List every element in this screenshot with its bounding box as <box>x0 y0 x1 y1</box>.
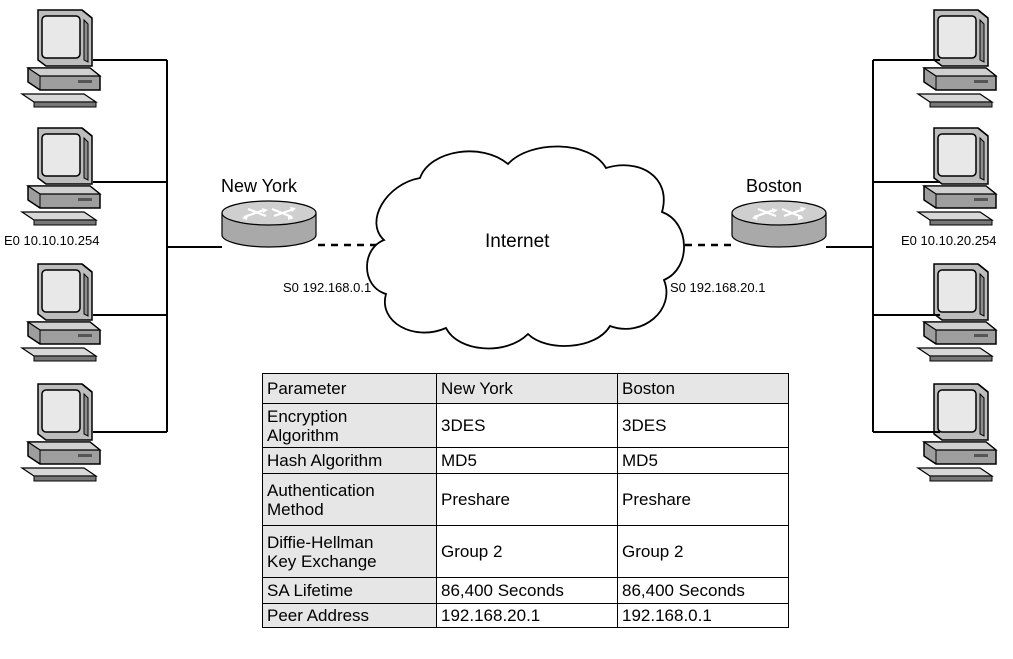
new-york-value: 86,400 Seconds <box>436 577 618 604</box>
router-icon <box>220 199 318 249</box>
new-york-value: 3DES <box>436 403 618 448</box>
new-york-value: Group 2 <box>436 525 618 578</box>
site-label-new-york: New York <box>221 176 298 196</box>
cloud-icon <box>366 145 685 350</box>
boston-value: 86,400 Seconds <box>617 577 789 604</box>
table-row: Hash Algorithm MD5 MD5 <box>262 447 789 474</box>
param-name: Diffie-Hellman Key Exchange <box>262 525 437 578</box>
header-parameter: Parameter <box>262 373 437 404</box>
serial-label-new-york: S0 192.168.0.1 <box>283 280 372 295</box>
param-name: SA Lifetime <box>262 577 437 604</box>
table-row: Peer Address 192.168.20.1 192.168.0.1 <box>262 603 789 628</box>
ethernet-label-boston: E0 10.10.20.254 <box>901 233 997 248</box>
table-row: SA Lifetime 86,400 Seconds 86,400 Second… <box>262 577 789 604</box>
table-row: Diffie-Hellman Key Exchange Group 2 Grou… <box>262 525 789 578</box>
boston-value: Preshare <box>617 473 789 526</box>
right-lan-lines <box>826 59 940 433</box>
header-boston: Boston <box>617 373 789 404</box>
cloud-label: Internet <box>485 231 550 252</box>
pc-icon <box>21 127 101 226</box>
boston-value: 3DES <box>617 403 789 448</box>
table-header-row: Parameter New York Boston <box>262 373 789 404</box>
pc-icon <box>21 263 101 362</box>
new-york-value: 192.168.20.1 <box>436 603 618 628</box>
ethernet-label-new-york: E0 10.10.10.254 <box>4 233 100 248</box>
param-name: Peer Address <box>262 603 437 628</box>
param-name: Encryption Algorithm <box>262 403 437 448</box>
param-name: Hash Algorithm <box>262 447 437 474</box>
pc-icon <box>917 263 997 362</box>
boston-value: MD5 <box>617 447 789 474</box>
pc-icon <box>917 9 997 108</box>
header-new-york: New York <box>436 373 618 404</box>
pc-icon <box>21 383 101 482</box>
new-york-value: MD5 <box>436 447 618 474</box>
left-lan-lines <box>93 59 222 433</box>
pc-icon <box>917 127 997 226</box>
param-name: Authentication Method <box>262 473 437 526</box>
site-label-boston: Boston <box>746 176 803 196</box>
table-row: Authentication Method Preshare Preshare <box>262 473 789 526</box>
table-row: Encryption Algorithm 3DES 3DES <box>262 403 789 448</box>
new-york-value: Preshare <box>436 473 618 526</box>
router-icon <box>730 199 828 249</box>
pc-icon <box>21 9 101 108</box>
boston-value: 192.168.0.1 <box>617 603 789 628</box>
serial-label-boston: S0 192.168.20.1 <box>670 280 766 295</box>
boston-value: Group 2 <box>617 525 789 578</box>
ike-parameters-table: Parameter New York Boston Encryption Alg… <box>262 373 789 628</box>
